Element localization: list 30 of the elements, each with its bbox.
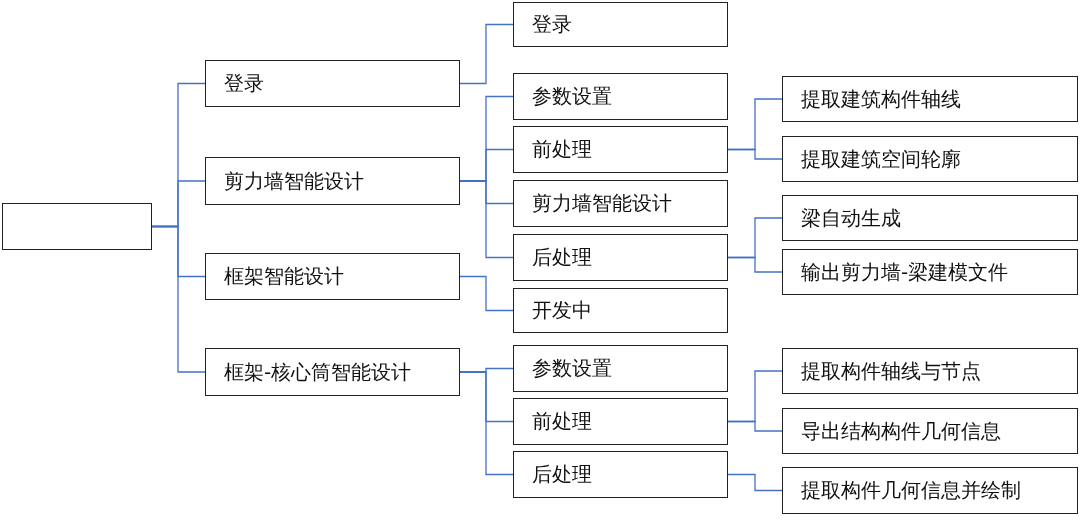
text-box: 后处理	[513, 234, 728, 281]
text-box: 提取建筑构件轴线	[782, 76, 1078, 122]
connector-line	[151, 225, 206, 373]
text-box: 登录	[513, 2, 728, 47]
connector-line	[459, 371, 514, 476]
connector-line	[459, 275, 514, 312]
text-box: 提取建筑空间轮廓	[782, 136, 1078, 182]
connector-line	[459, 23, 514, 85]
text-box: 导出结构构件几何信息	[782, 408, 1078, 454]
text-box: 提取构件轴线与节点	[782, 348, 1078, 394]
text-box: 开发中	[513, 288, 728, 333]
connector-line	[727, 148, 783, 160]
text-box: 提取构件几何信息并绘制	[782, 467, 1078, 514]
text-box: 后处理	[513, 451, 728, 498]
text-box: 框架智能设计	[205, 253, 460, 300]
text-box: 前处理	[513, 126, 728, 173]
text-box: 框架-核心筒智能设计	[205, 348, 460, 396]
connector-line	[459, 180, 514, 259]
text-box: 参数设置	[513, 345, 728, 392]
connector-line	[727, 256, 783, 273]
text-box: 剪力墙智能设计	[513, 180, 728, 227]
text-box: 剪力墙智能设计	[205, 157, 460, 205]
text-box: 前处理	[513, 398, 728, 445]
text-box: 输出剪力墙-梁建模文件	[782, 249, 1078, 295]
connector-line	[727, 473, 783, 492]
empty-box	[2, 203, 152, 250]
text-box: 梁自动生成	[782, 195, 1078, 241]
text-box: 登录	[205, 60, 460, 107]
connector-line	[727, 420, 783, 432]
text-box: 参数设置	[513, 73, 728, 120]
